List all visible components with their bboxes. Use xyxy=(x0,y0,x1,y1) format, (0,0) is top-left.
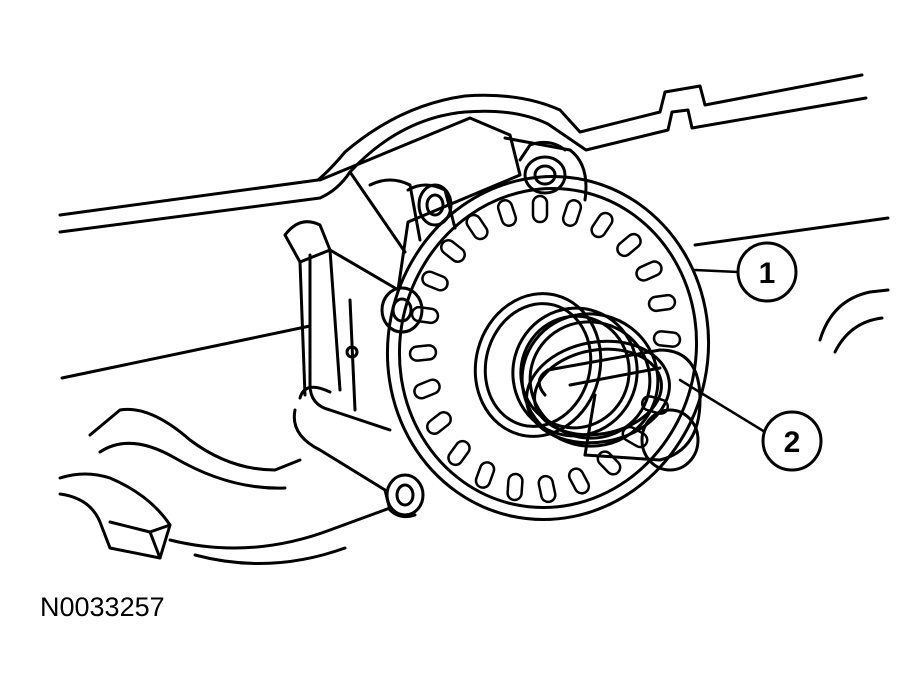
callout-1: 1 xyxy=(736,241,798,303)
callout-2: 2 xyxy=(761,410,823,472)
callout-1-number: 1 xyxy=(759,257,776,290)
leader-lines xyxy=(678,268,767,434)
hub-and-seals xyxy=(473,292,702,472)
cover-casting xyxy=(58,73,890,380)
callout-2-number: 2 xyxy=(784,426,801,459)
sensor-housing xyxy=(283,116,588,519)
figure-number: N0033257 xyxy=(40,592,165,622)
lower-mounting-arm xyxy=(58,407,392,565)
reluctor-wheel xyxy=(385,175,711,521)
